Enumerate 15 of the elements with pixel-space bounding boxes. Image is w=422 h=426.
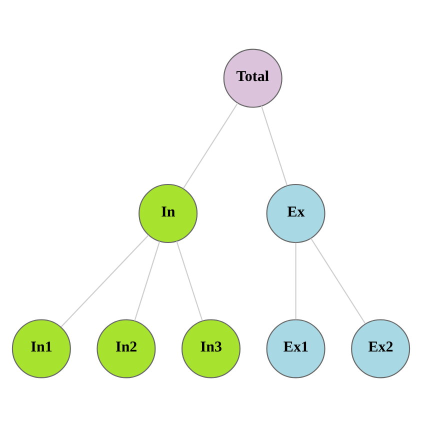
connector	[310, 238, 366, 324]
node-circle: Ex1	[266, 318, 326, 378]
connector	[182, 102, 238, 188]
connector	[176, 240, 203, 320]
connector	[60, 234, 149, 327]
connector	[134, 240, 160, 320]
node-circle: In2	[96, 318, 156, 378]
node-circle: In3	[181, 318, 241, 378]
connector	[260, 105, 288, 186]
node-circle: In1	[12, 318, 71, 378]
node-circle: Total	[223, 48, 282, 108]
node-circle: In	[138, 183, 198, 243]
node-circle: Ex	[266, 183, 326, 243]
node-circle: Ex2	[351, 318, 410, 378]
connector	[295, 242, 296, 319]
